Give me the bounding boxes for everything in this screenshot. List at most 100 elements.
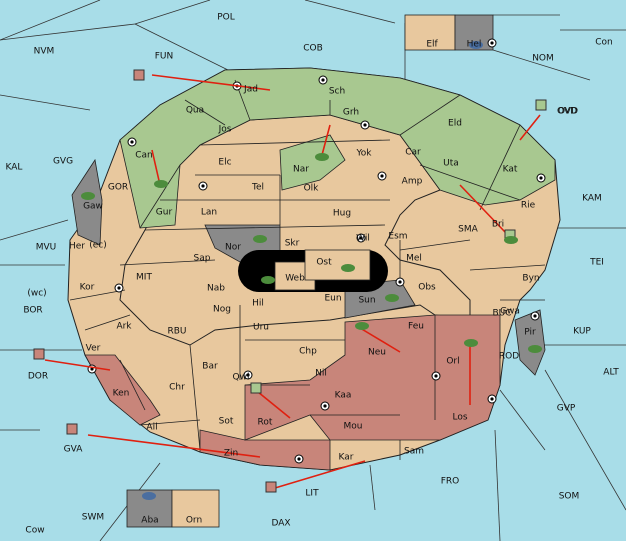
sea-label-gvp: GVP <box>557 404 576 414</box>
territory-label-bri: Bri <box>492 220 504 230</box>
territory-label-kar: Kar <box>339 453 354 463</box>
sea-label-gvg: GVG <box>53 157 73 167</box>
sea-label-wc: (wc) <box>27 289 46 299</box>
territory-label-ovd: OVD <box>558 107 578 117</box>
territory-label-nar: Nar <box>293 165 309 175</box>
territory-label-esm: Esm <box>388 232 407 242</box>
sea-label-ec: (ec) <box>89 241 107 251</box>
sea-label-bor: BOR <box>23 306 42 316</box>
sea-label-kam: KAM <box>582 194 602 204</box>
sea-label-dax: DAX <box>271 519 290 529</box>
sea-label-sma: SMA <box>458 225 478 235</box>
territory-label-los: Los <box>452 413 467 423</box>
territory-label-byn: Byn <box>522 274 539 284</box>
territory-label-lan: Lan <box>201 208 217 218</box>
territory-label-kaa: Kaa <box>335 391 352 401</box>
territory-label-obs: Obs <box>418 283 436 293</box>
sea-label-cow: Cow <box>25 526 44 536</box>
territory-label-hel: Hel <box>467 40 482 50</box>
territory-label-sch: Sch <box>329 87 345 97</box>
sea-label-swm: SWM <box>82 513 104 523</box>
territory-label-qua: Qua <box>186 106 204 116</box>
territory-label-feu: Feu <box>408 322 424 332</box>
territory-label-eld: Eld <box>448 119 462 129</box>
territory-label-nor: Nor <box>225 243 241 253</box>
territory-label-ark: Ark <box>116 322 132 332</box>
territory-label-nog: Nog <box>213 305 231 315</box>
territory-label-web: Web <box>285 274 305 284</box>
sea-label-buc: BUC <box>492 309 511 319</box>
sea-label-som: SOM <box>559 492 580 502</box>
territory-label-mou: Mou <box>344 422 363 432</box>
sea-label-alt: ALT <box>603 368 619 378</box>
territory-label-ail: Ail <box>146 423 157 433</box>
territory-label-car: Car <box>405 148 421 158</box>
territory-label-yok: Yok <box>355 149 372 159</box>
territory-label-elf: Elf <box>426 40 438 50</box>
sea-label-con: Con <box>595 38 613 48</box>
territory-label-elc: Elc <box>218 158 231 168</box>
sea-label-mvu: MVU <box>36 243 57 253</box>
territory-ost[interactable] <box>304 249 371 281</box>
territory-label-nil: Nil <box>315 369 327 379</box>
supply-centers <box>87 38 546 464</box>
sea-label-mit: MIT <box>136 273 152 283</box>
territory-label-uru: Uru <box>253 323 269 333</box>
sea-label-tei: TEI <box>589 258 604 268</box>
territory-label-wil: Wil <box>356 234 370 244</box>
sea-label-rbu: RBU <box>167 327 186 337</box>
sea-label-ovd: OVD <box>557 107 577 117</box>
sea-label-nvm: NVM <box>34 47 55 57</box>
territory-label-gwa: Gwa <box>500 307 520 317</box>
territory-label-olk: Olk <box>304 184 320 194</box>
sea-label-dor: DOR <box>28 372 48 382</box>
territory-label-zin: Zin <box>224 449 238 459</box>
territory-label-qwi: Qwi <box>233 373 250 383</box>
territory-orn[interactable] <box>171 489 220 528</box>
territory-label-neu: Neu <box>368 348 386 358</box>
sea-label-rod: ROD <box>499 352 519 362</box>
move-arrows <box>44 74 541 489</box>
territory-label-her: Her <box>69 242 85 252</box>
territory-label-skr: Skr <box>285 239 300 249</box>
territory-pir[interactable] <box>514 309 546 376</box>
sea-label-pol: POL <box>217 13 235 23</box>
territory-label-orl: Orl <box>446 357 459 367</box>
territory-label-mel: Mel <box>406 254 422 264</box>
territory-label-ken: Ken <box>113 389 130 399</box>
territory-label-nab: Nab <box>207 284 225 294</box>
sea-label-kup: KUP <box>573 327 591 337</box>
territory-label-sam: Sam <box>404 447 424 457</box>
region-green-nar <box>279 134 346 191</box>
territory-label-rie: Rie <box>521 201 536 211</box>
territory-label-can: Can <box>135 151 153 161</box>
territory-label-sot: Sot <box>219 417 234 427</box>
units[interactable] <box>33 41 547 500</box>
territory-label-aba: Aba <box>141 516 158 526</box>
region-red-west <box>84 354 161 426</box>
territory-label-ost: Ost <box>316 258 332 268</box>
territory-label-rot: Rot <box>258 418 273 428</box>
territory-label-kor: Kor <box>80 283 95 293</box>
sea-label-fun: FUN <box>155 52 174 62</box>
territory-label-gaw: Gaw <box>83 202 103 212</box>
territory-gaw[interactable] <box>71 158 103 246</box>
region-green-north <box>119 67 556 229</box>
territory-label-jad: Jad <box>243 85 258 95</box>
territory-label-jos: Jos <box>218 125 232 135</box>
sea-label-fro: FRO <box>441 477 460 487</box>
territory-borders <box>69 79 546 460</box>
territory-label-eun: Eun <box>324 294 341 304</box>
sea-label-gor: GOR <box>108 183 128 193</box>
territory-label-pir: Pir <box>524 328 536 338</box>
territory-label-ver: Ver <box>86 344 101 354</box>
territory-label-hug: Hug <box>333 209 351 219</box>
territory-label-grh: Grh <box>343 108 359 118</box>
territory-label-kat: Kat <box>503 165 518 175</box>
territory-label-bar: Bar <box>202 362 218 372</box>
territory-label-sap: Sap <box>194 254 211 264</box>
territory-label-tel: Tel <box>251 183 264 193</box>
sea-label-kal: KAL <box>6 163 23 173</box>
